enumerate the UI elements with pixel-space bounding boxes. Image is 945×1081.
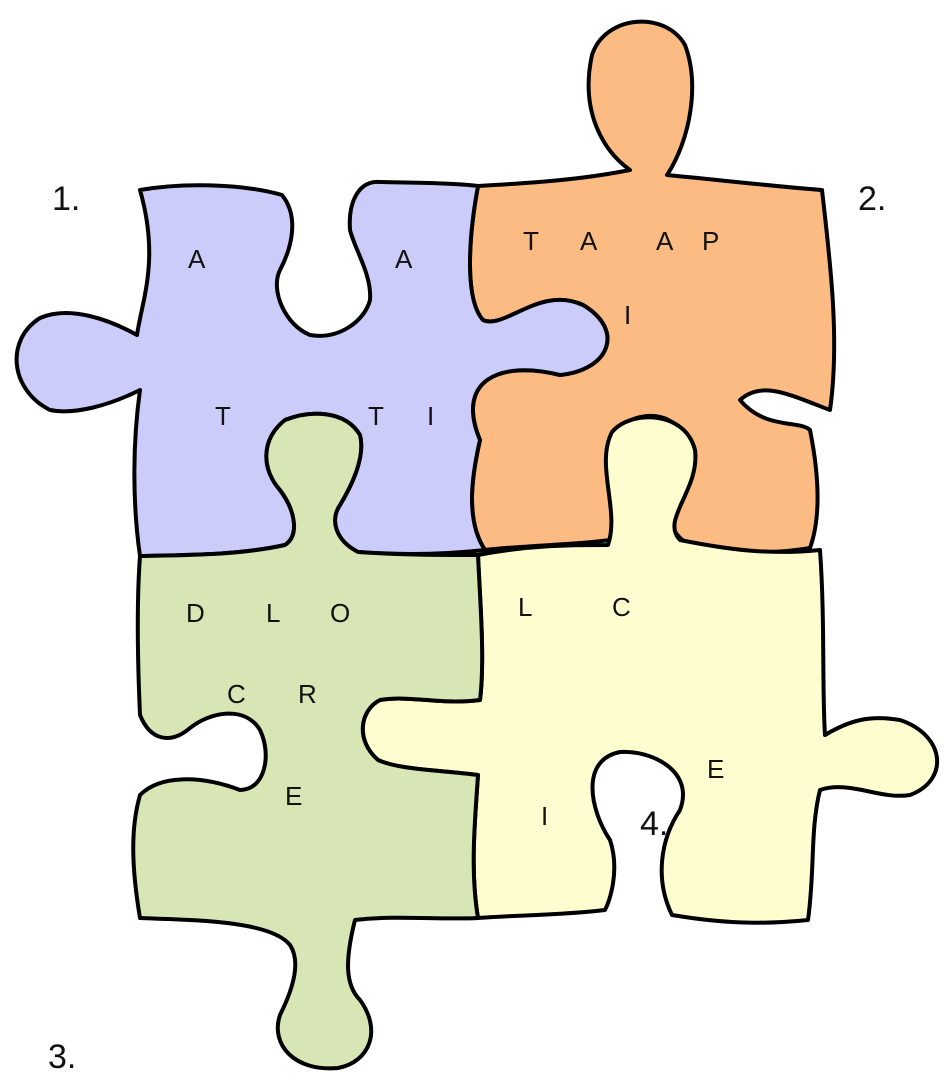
piece-4-letter: E bbox=[707, 754, 724, 784]
piece-number-3: 3. bbox=[48, 1038, 76, 1076]
piece-number-1: 1. bbox=[52, 180, 80, 218]
piece-number-4: 4. bbox=[640, 805, 668, 843]
piece-4-letter: I bbox=[541, 801, 548, 831]
piece-1-letter: A bbox=[395, 244, 413, 274]
piece-2-letter: A bbox=[656, 226, 674, 256]
piece-2-letter: P bbox=[702, 226, 719, 256]
piece-3-letter: C bbox=[227, 679, 246, 709]
piece-1-letter: A bbox=[188, 244, 206, 274]
piece-2-letter: I bbox=[624, 300, 631, 330]
piece-3-letter: R bbox=[298, 679, 317, 709]
piece-3-letter: D bbox=[186, 598, 205, 628]
piece-1-letter: T bbox=[215, 401, 231, 431]
piece-3-letter: O bbox=[330, 598, 350, 628]
piece-4-letter: C bbox=[612, 592, 631, 622]
piece-number-2: 2. bbox=[858, 180, 886, 218]
piece-4-letter: L bbox=[518, 592, 532, 622]
piece-3-letter: E bbox=[285, 781, 302, 811]
piece-3-letter: L bbox=[266, 598, 280, 628]
piece-2-letter: A bbox=[580, 226, 598, 256]
piece-1-letter: I bbox=[427, 401, 434, 431]
piece-2-letter: T bbox=[523, 226, 539, 256]
piece-1-letter: T bbox=[368, 401, 384, 431]
